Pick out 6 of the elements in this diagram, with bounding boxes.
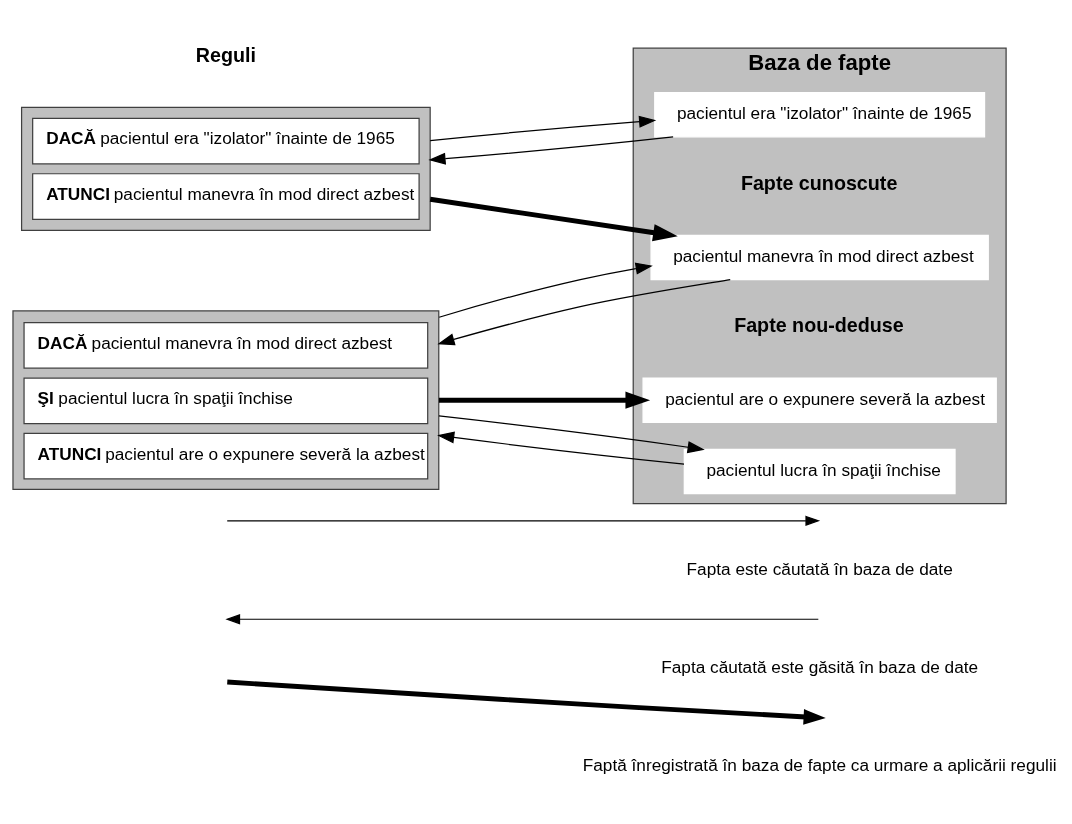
label: Reguli bbox=[195, 43, 256, 66]
label: Fapte cunoscute bbox=[740, 171, 898, 194]
legend-label: Faptă înregistrată în baza de fapte ca urmare a aplicării regulii bbox=[582, 754, 1057, 775]
legend-label: Fapta este căutată în baza de date bbox=[686, 558, 953, 579]
label: Fapte nou-deduse bbox=[734, 313, 904, 336]
legend-label: Fapta căutată este găsită în baza de date bbox=[661, 656, 979, 677]
